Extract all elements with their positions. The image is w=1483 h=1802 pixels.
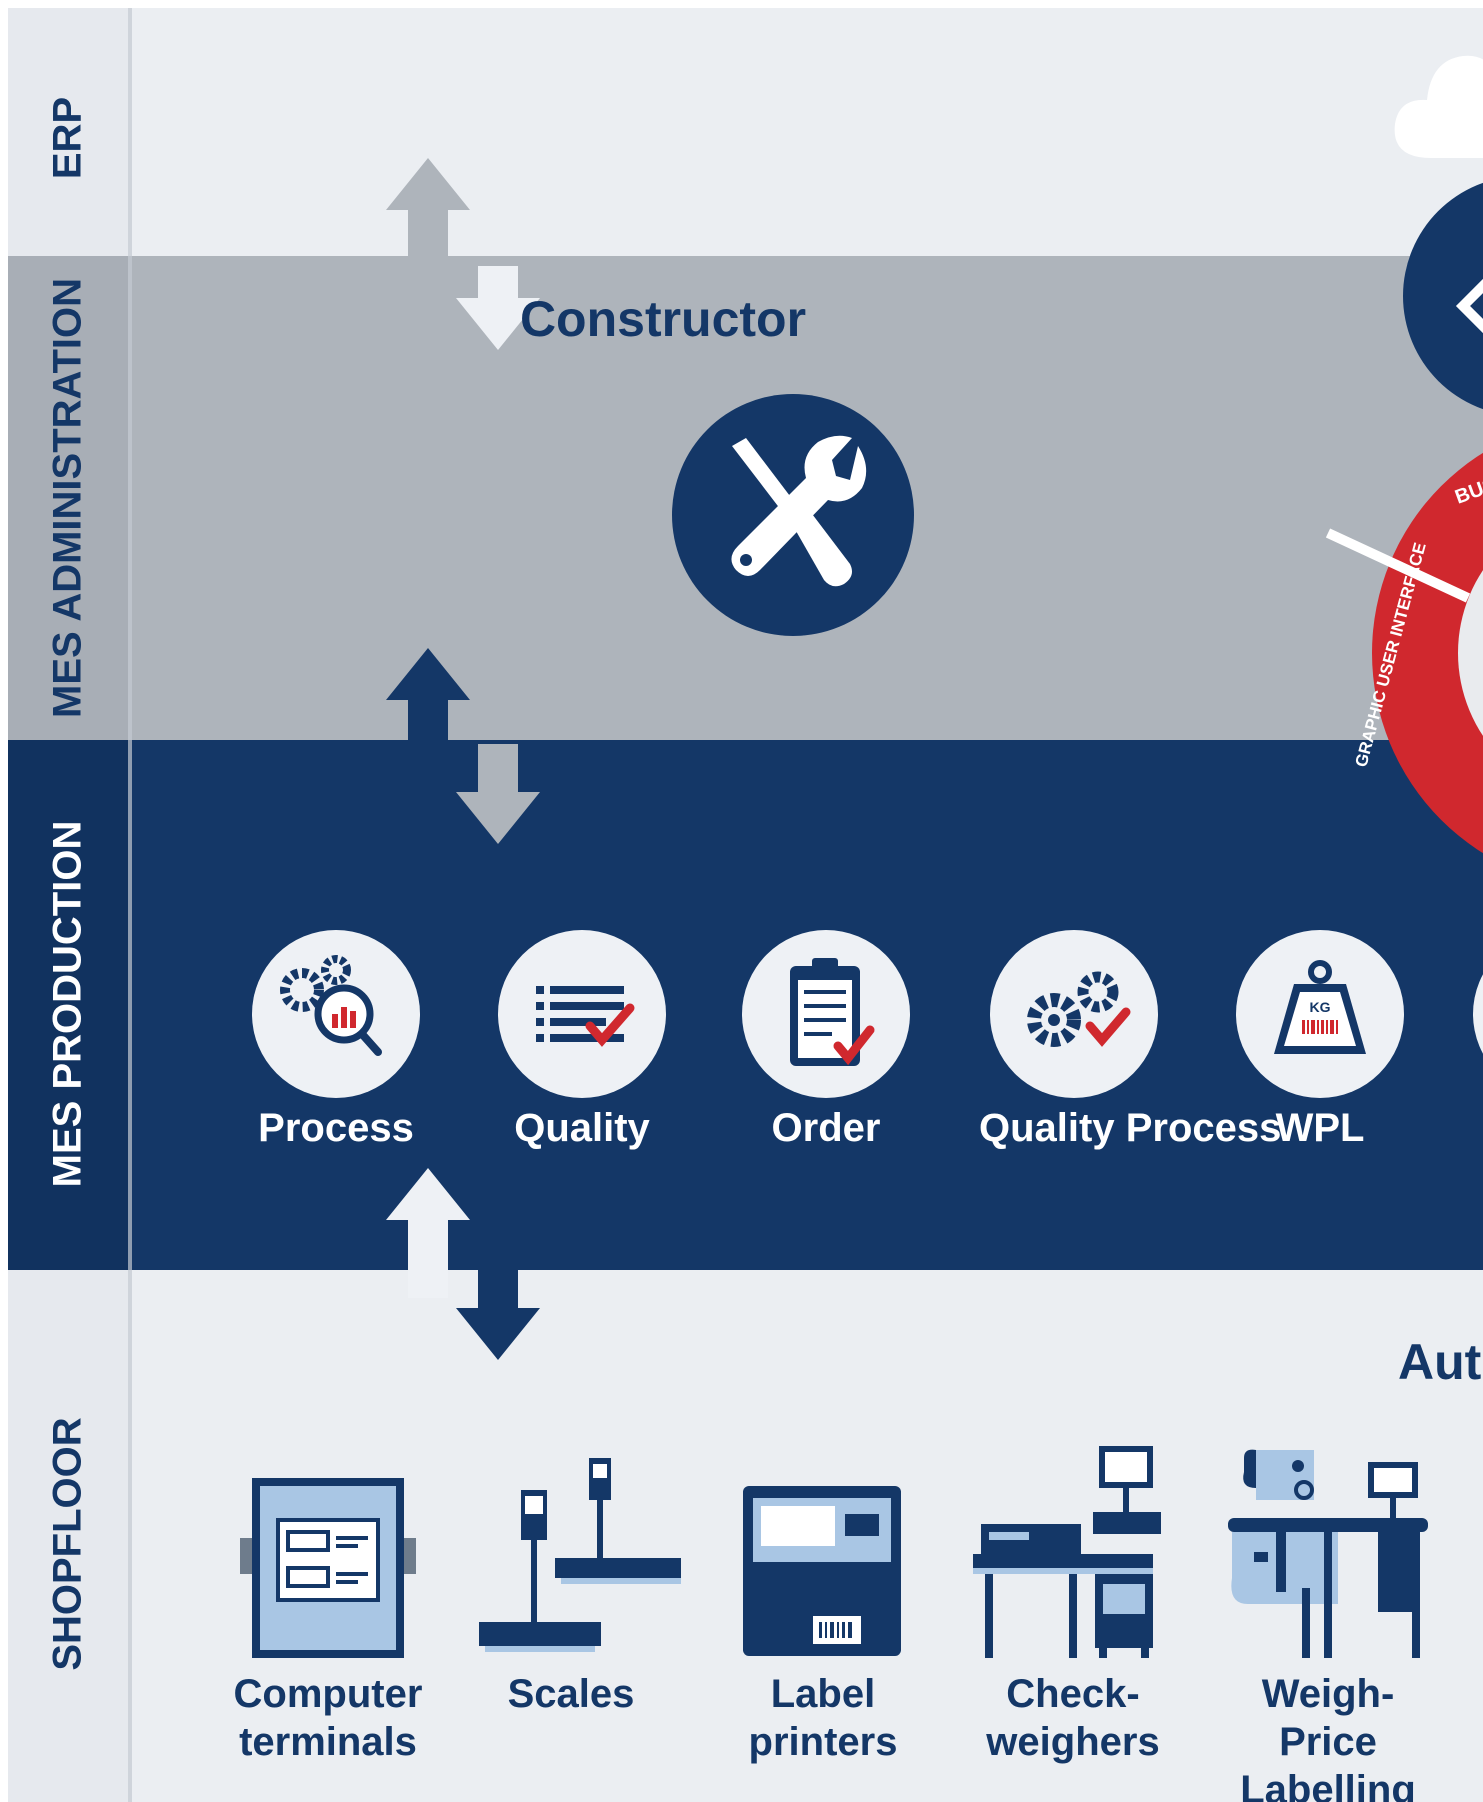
- shopfloor-item-checkweighers: Check- weighers: [963, 1428, 1183, 1764]
- weigh-price-labelling-icon: [1228, 1449, 1428, 1658]
- shopfloor-label-computer-terminals: Computer terminals: [233, 1672, 423, 1764]
- checkweigher-icon: [973, 1446, 1161, 1658]
- computer-terminal-icon: [240, 1478, 416, 1658]
- process-analysis-icon: [252, 930, 420, 1098]
- shopfloor-label-label-printers: Label printers: [748, 1672, 898, 1764]
- gears-check-icon: [990, 930, 1158, 1098]
- shopfloor-item-scales: Scales: [461, 1428, 707, 1716]
- admin-production-arrow: [386, 648, 540, 844]
- production-item-quality: Quality: [487, 930, 677, 1150]
- production-item-wpl: KG WPL: [1225, 930, 1415, 1150]
- production-label-order: Order: [771, 1106, 881, 1150]
- production-label-quality: Quality: [514, 1106, 650, 1150]
- weight-kg-icon: KG: [1236, 930, 1404, 1098]
- admin-label-bg: [8, 256, 128, 740]
- cloud-icon: [1394, 55, 1483, 158]
- weight-kg-text: KG: [1310, 999, 1331, 1015]
- production-label-quality-process: Quality Process: [979, 1106, 1282, 1150]
- integration-disc: [1403, 176, 1483, 416]
- production-item-process: Process: [241, 930, 431, 1150]
- tools-icon: [672, 394, 914, 636]
- shopfloor-label-bg: [8, 1270, 128, 1802]
- sidebar-divider: [128, 8, 132, 1802]
- shopfloor-label-checkweighers: Check- weighers: [986, 1672, 1160, 1764]
- shopfloor-label-scales: Scales: [507, 1672, 635, 1716]
- automation-title: Auto: [1398, 1334, 1483, 1390]
- order-clipboard-icon: [742, 930, 910, 1098]
- production-label-process: Process: [258, 1106, 414, 1150]
- gui-ring: BUS GRAPHIC USER INTERFACE: [1325, 452, 1483, 854]
- erp-label-bg: [8, 8, 128, 256]
- label-printer-icon: [743, 1486, 901, 1656]
- production-label-bg: [8, 740, 128, 1270]
- shopfloor-label-weigh-price-labelling: Weigh-Price Labelling: [1240, 1672, 1416, 1802]
- shopfloor-item-computer-terminals: Computer terminals: [218, 1428, 438, 1764]
- erp-layer: [8, 8, 1483, 256]
- quality-checklist-icon: [498, 930, 666, 1098]
- production-item-partial: [1473, 930, 1483, 1098]
- shopfloor-item-label-printers: Label printers: [713, 1428, 933, 1764]
- production-item-quality-process: Quality Process: [979, 930, 1281, 1150]
- data-flow-arrows: [386, 158, 540, 1360]
- shopfloor-item-weigh-price-labelling: Weigh-Price Labelling: [1218, 1428, 1438, 1802]
- constructor-title: Constructor: [519, 291, 807, 347]
- production-shopfloor-arrow: [386, 1168, 540, 1360]
- erp-admin-arrow: [386, 158, 540, 350]
- production-label-wpl: WPL: [1275, 1106, 1365, 1150]
- diamond-icon: [1455, 278, 1483, 334]
- scales-icon: [479, 1458, 707, 1652]
- diagram-canvas: ERP MES ADMINISTRATION MES PRODUCTION SH…: [8, 8, 1483, 1802]
- production-item-order: Order: [731, 930, 921, 1150]
